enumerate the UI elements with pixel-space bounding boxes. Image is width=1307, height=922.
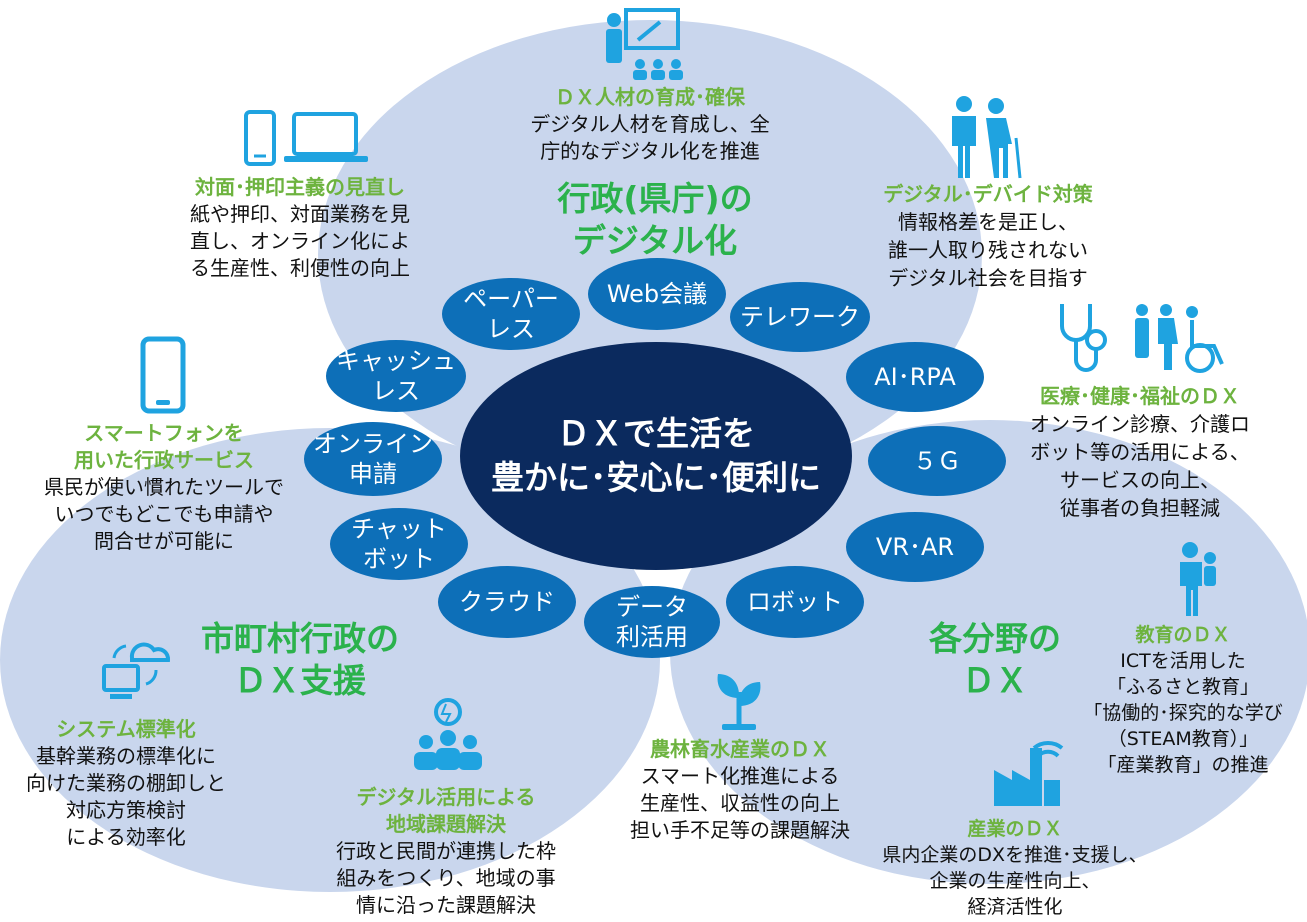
item-talent-title: ＤＸ人材の育成･確保: [555, 85, 745, 109]
parent-child-icon: [1180, 542, 1216, 616]
item-education-title: 教育のＤＸ: [1135, 624, 1231, 646]
item-talent: ＤＸ人材の育成･確保 デジタル人材を育成し、全 庁的なデジタル化を推進: [460, 84, 840, 165]
pill-vr-ar: VR･AR: [846, 512, 984, 582]
item-review: 対面･押印主義の見直し 紙や押印、対面業務を見 直し、オンライン化によ る生産性…: [150, 174, 450, 282]
item-agri: 農林畜水産業のＤＸ スマート化推進による 生産性、収益性の向上 担い手不足等の課…: [600, 736, 880, 844]
smartphone-icon: [140, 336, 186, 414]
pill-5g: ５Ｇ: [868, 426, 1006, 496]
pill-cashless: キャッシュレス: [326, 340, 466, 412]
item-smartphone: スマートフォンを 用いた行政サービス 県民が使い慣れたツールで いつでもどこでも…: [44, 421, 284, 553]
pill-ai-rpa: AI･RPA: [846, 342, 984, 412]
item-regional: デジタル活用による 地域課題解決 行政と民間が連携した枠 組みをつくり、地域の事…: [336, 785, 556, 917]
item-system: システム標準化 基幹業務の標準化に 向けた業務の棚卸しと 対応方策検討 による効…: [4, 716, 248, 851]
idea-team-icon: [414, 698, 482, 770]
item-system-title: システム標準化: [56, 717, 196, 741]
pill-paperless: ペーパーレス: [442, 278, 580, 350]
item-divide-title: デジタル･デバイド対策: [883, 182, 1093, 206]
pill-robot: ロボット: [726, 566, 864, 638]
gov-area-circle: [318, 20, 982, 490]
medical-welfare-icon: [1060, 304, 1224, 373]
factory-icon: [994, 740, 1064, 806]
item-medical: 医療･健康･福祉のＤＸ オンライン診療、介護ロ ボット等の活用による、 サービス…: [1002, 382, 1278, 522]
pill-chatbot: チャットボット: [330, 508, 468, 580]
plant-sprout-icon: [717, 674, 761, 730]
devices-icon: [244, 110, 368, 166]
gov-area-title: 行政(県庁)のデジタル化: [557, 179, 753, 260]
pill-data-utilization: データ利活用: [584, 586, 720, 658]
pill-web-meeting: Web会議: [588, 258, 726, 330]
item-agri-title: 農林畜水産業のＤＸ: [650, 737, 830, 761]
muni-area-circle: [0, 428, 660, 892]
elderly-support-icon: [952, 96, 1022, 179]
pill-online-application: オンライン申請: [304, 422, 442, 496]
cloud-computer-icon: [102, 642, 170, 699]
item-industry-title: 産業のＤＸ: [967, 818, 1063, 840]
center-line1: ＤＸで生活を: [557, 414, 755, 453]
fields-area-circle: [670, 420, 1307, 884]
pill-cloud: クラウド: [438, 566, 576, 638]
item-review-title: 対面･押印主義の見直し: [195, 175, 405, 199]
item-medical-title: 医療･健康･福祉のＤＸ: [1040, 384, 1240, 408]
teacher-icon: [606, 8, 683, 80]
item-industry: 産業のＤＸ 県内企業のDXを推進･支援し、 企業の生産性向上、 経済活性化: [860, 816, 1170, 920]
center-line2: 豊かに･安心に･便利に: [491, 458, 821, 497]
center-ellipse: ＤＸで生活を 豊かに･安心に･便利に: [460, 342, 852, 570]
item-education: 教育のＤＸ ICTを活用した 「ふるさと教育」 「協働的･探究的な学び （STE…: [1060, 622, 1306, 778]
pill-telework: テレワーク: [730, 282, 870, 352]
item-divide: デジタル･デバイド対策 情報格差を是正し、 誰一人取り残されない デジタル社会を…: [848, 180, 1128, 292]
